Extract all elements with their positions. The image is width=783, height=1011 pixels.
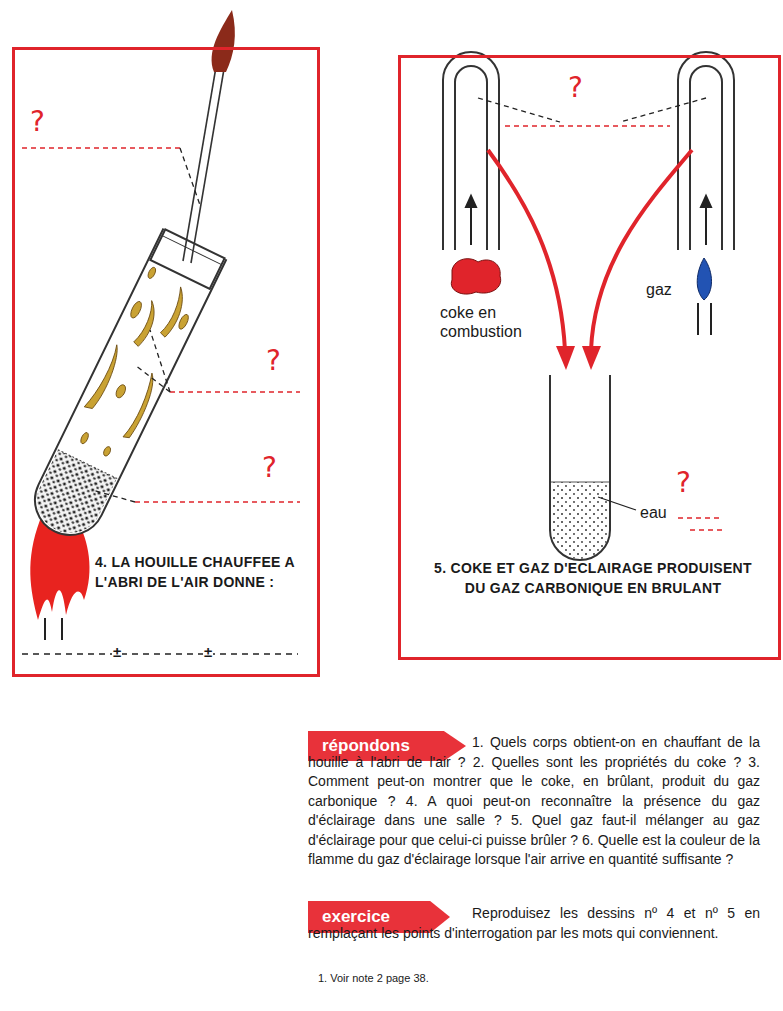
part-label: gaz xyxy=(646,280,672,299)
part-label: coke en combustion xyxy=(440,303,560,341)
question-mark: ? xyxy=(568,72,583,104)
figure-caption: 4. LA HOUILLE CHAUFFEE A L'ABRI DE L'AIR… xyxy=(95,552,315,592)
limewater-tube xyxy=(548,375,636,570)
figure-caption: 5. COKE ET GAZ D'ECLAIRAGE PRODUISENT DU… xyxy=(423,558,763,598)
footnote: 1. Voir note 2 page 38. xyxy=(318,972,429,985)
badge-label: exercice xyxy=(308,907,390,927)
figure-frame: 5. COKE ET GAZ D'ECLAIRAGE PRODUISENT DU… xyxy=(398,55,781,660)
bunsen-flame xyxy=(30,520,89,640)
questions-text: 1. Quels corps obtient-on en chauffant d… xyxy=(308,733,760,870)
exercise-text: Reproduisez les dessins nº 4 et nº 5 en … xyxy=(308,904,760,943)
part-label: eau xyxy=(640,503,667,522)
question-mark: ? xyxy=(266,345,281,377)
question-mark: ? xyxy=(30,106,45,138)
plus-sign: ± xyxy=(112,644,122,660)
updraft-arrows xyxy=(466,196,711,245)
question-mark: ? xyxy=(262,452,277,484)
test-tube xyxy=(23,229,227,548)
leader-lines xyxy=(478,98,722,530)
gas-burner xyxy=(697,258,711,335)
plus-sign: ± xyxy=(203,644,213,660)
burning-coke xyxy=(451,259,500,294)
badge-label: répondons xyxy=(308,736,410,756)
question-mark: ? xyxy=(676,467,691,499)
